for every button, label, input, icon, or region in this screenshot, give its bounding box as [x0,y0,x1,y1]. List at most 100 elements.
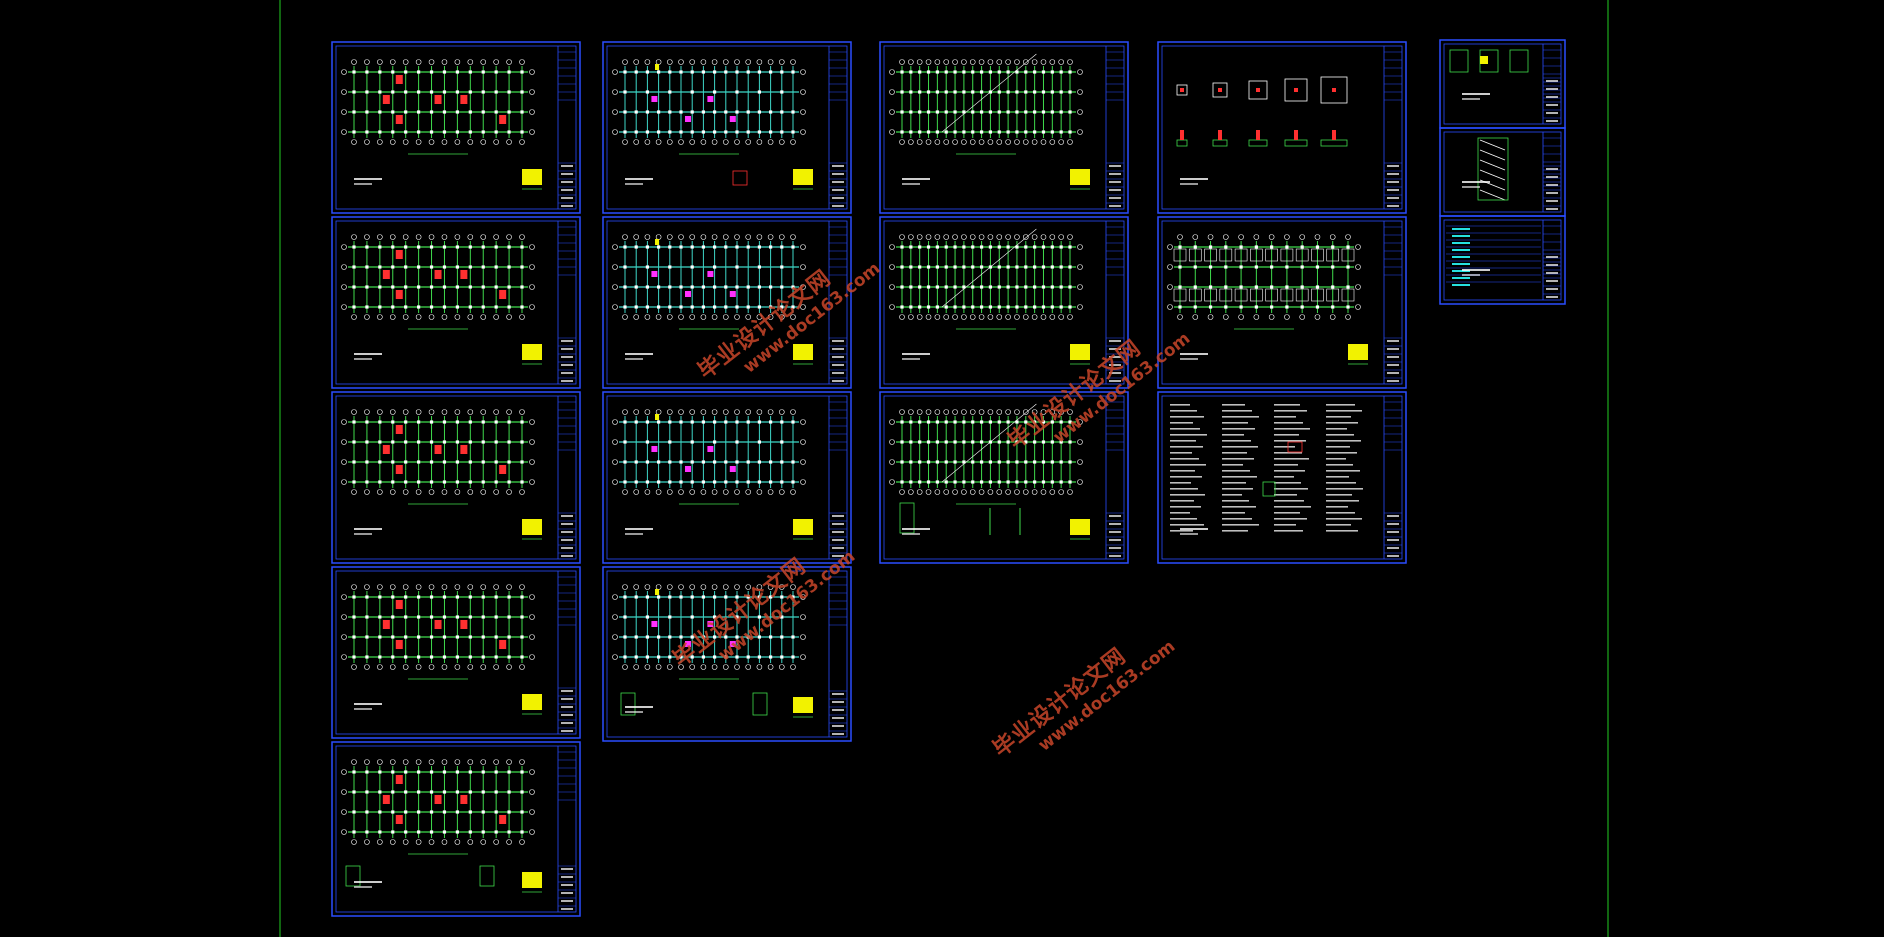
axis-bubble [428,409,435,415]
beam-detail-marker [685,291,691,297]
column [769,110,773,114]
axis-bubble [644,584,651,590]
axis-bubble [778,409,785,415]
drawing-sheet-c2r1[interactable] [602,41,852,214]
axis-bubble [644,314,651,320]
beam-annotation [655,589,659,595]
column [455,655,459,659]
column [455,770,459,774]
drawing-sheet-c3r1[interactable] [879,41,1129,214]
note-text-line [1274,458,1309,460]
legend-block [1070,519,1090,535]
footing [1341,248,1355,262]
axis-bubble [454,664,461,670]
note-text-line [1170,434,1207,436]
column [623,70,627,74]
sheet-outer-border [331,41,581,214]
title-block-text [561,340,573,342]
sheet-outer-border [331,216,581,389]
drawing-sheet-c1r3[interactable] [331,391,581,564]
drawing-sheet-c4r3[interactable] [1157,391,1407,564]
note-text-line [1326,488,1363,490]
column [429,110,434,114]
drawing-sheet-c1r1[interactable] [331,41,581,214]
axis-bubble [1014,489,1020,495]
drawing-sheet-c3r2[interactable] [879,216,1129,389]
axis-bubble [711,59,718,65]
column [520,440,524,444]
title-block-text [832,523,844,525]
column [429,655,434,659]
note-text-line [625,183,643,185]
column [507,420,511,424]
note-text-line [1222,446,1258,448]
axis-bubble [1031,314,1038,320]
axis-bubble [441,584,448,590]
column [645,635,649,639]
axis-bubble [644,409,651,415]
note-text-line [1222,494,1242,496]
column [352,110,356,114]
column [481,830,485,834]
axis-bubble [529,109,535,115]
axis-bubble [351,664,357,670]
legend-block [793,344,813,360]
footing [1295,288,1309,302]
note-text-line [1222,470,1250,472]
axis-bubble [351,584,357,590]
drawing-sheet-c5r3[interactable] [1439,215,1566,305]
note-text-line [1170,464,1206,466]
legend-block [522,872,542,888]
drawing-sheet-c4r2[interactable] [1157,216,1407,389]
axis-bubble [767,59,774,65]
drawing-sheet-c2r4[interactable] [602,566,852,742]
drawing-sheet-c5r1[interactable] [1439,39,1566,129]
axis-bubble [1040,489,1047,495]
axis-bubble [415,314,422,320]
axis-bubble [441,234,448,240]
axis-bubble [612,129,618,135]
axis-bubble [351,59,357,65]
column [791,595,795,599]
column [378,265,382,269]
axis-bubble [428,839,435,845]
axis-bubble [402,759,409,765]
drawing-sheet-c1r2[interactable] [331,216,581,389]
column [494,615,498,619]
axis-bubble [934,489,941,495]
drawing-sheet-c2r3[interactable] [602,391,852,564]
column [724,635,728,639]
column [404,110,408,114]
drawing-sheet-c2r2[interactable] [602,216,852,389]
note-text-line [354,358,372,360]
column [900,265,904,269]
drawing-sheet-c3r3[interactable] [879,391,1129,564]
column [404,635,408,639]
drawing-sheet-c4r1[interactable] [1157,41,1407,214]
column [352,285,356,289]
column [1033,265,1037,269]
note-text-line [1462,274,1480,276]
footing [1311,288,1324,302]
axis-bubble [493,759,499,765]
column [1208,245,1213,249]
column [468,615,472,619]
column [997,460,1001,464]
column [953,460,957,464]
drawing-sheet-c1r4[interactable] [331,566,581,739]
column [997,480,1001,484]
column [909,440,913,444]
axis-bubble [1014,139,1020,145]
axis-bubble [612,594,618,600]
sheet-inner-border [1161,45,1403,210]
drawing-sheet-c1r5[interactable] [331,741,581,917]
index-text [1452,277,1470,279]
sheet-inner-border [1443,43,1562,125]
column [442,245,447,249]
column [690,305,694,309]
axis-bubble [899,409,905,415]
title-block-text [832,725,844,727]
axis-bubble [633,314,640,320]
column [1041,460,1046,464]
